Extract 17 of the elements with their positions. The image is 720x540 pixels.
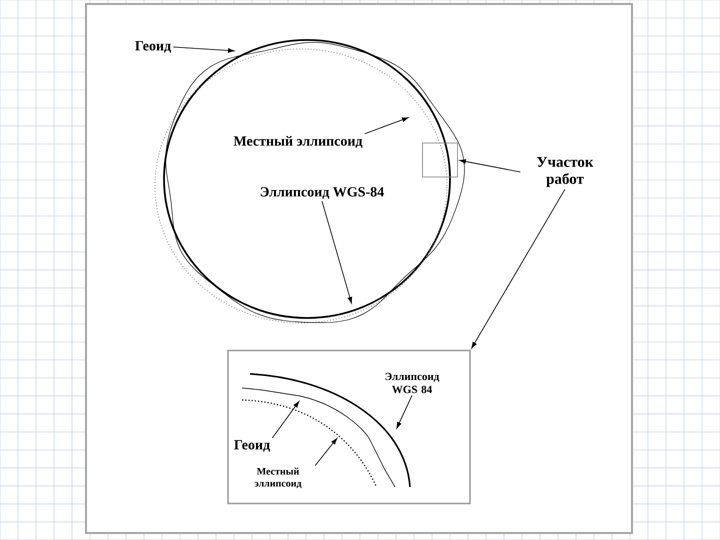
label: Эллипсоид WGS-84 — [260, 187, 384, 199]
leader-line — [172, 46, 234, 53]
inset-label: Эллипсоид WGS 84 — [385, 372, 440, 394]
arrow — [471, 188, 566, 348]
frame-box — [227, 350, 471, 504]
inset-label: Геоид — [234, 440, 270, 452]
leader-line — [364, 117, 409, 134]
leader-line — [272, 401, 300, 438]
leader-line — [322, 200, 352, 304]
inset-label: Местный эллипсоид — [254, 468, 302, 488]
arrow — [459, 159, 521, 172]
area-box — [422, 142, 458, 178]
label: Геоид — [135, 41, 171, 53]
label: Участок работ — [536, 156, 594, 187]
leader-line — [396, 395, 412, 429]
label: Местный эллипсоид — [234, 136, 362, 148]
leader-line — [314, 438, 338, 466]
